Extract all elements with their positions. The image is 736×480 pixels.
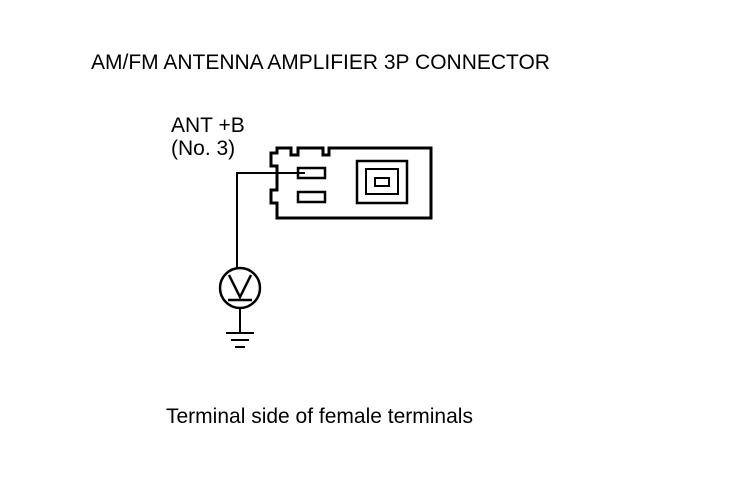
connector-guide-inner [365, 168, 399, 195]
terminal-cavity-2 [296, 190, 327, 204]
voltmeter-icon [218, 266, 262, 310]
connector-guide-key [374, 177, 390, 187]
caption: Terminal side of female terminals [166, 405, 473, 428]
terminal-number-label: (No. 3) [171, 137, 236, 160]
ground-icon [226, 308, 254, 348]
terminal-label: ANT +B [171, 114, 245, 137]
diagram-title: AM/FM ANTENNA AMPLIFIER 3P CONNECTOR [91, 51, 550, 74]
connector-housing [269, 146, 433, 220]
test-lead-wire [236, 172, 305, 268]
connector-guide [355, 159, 409, 205]
